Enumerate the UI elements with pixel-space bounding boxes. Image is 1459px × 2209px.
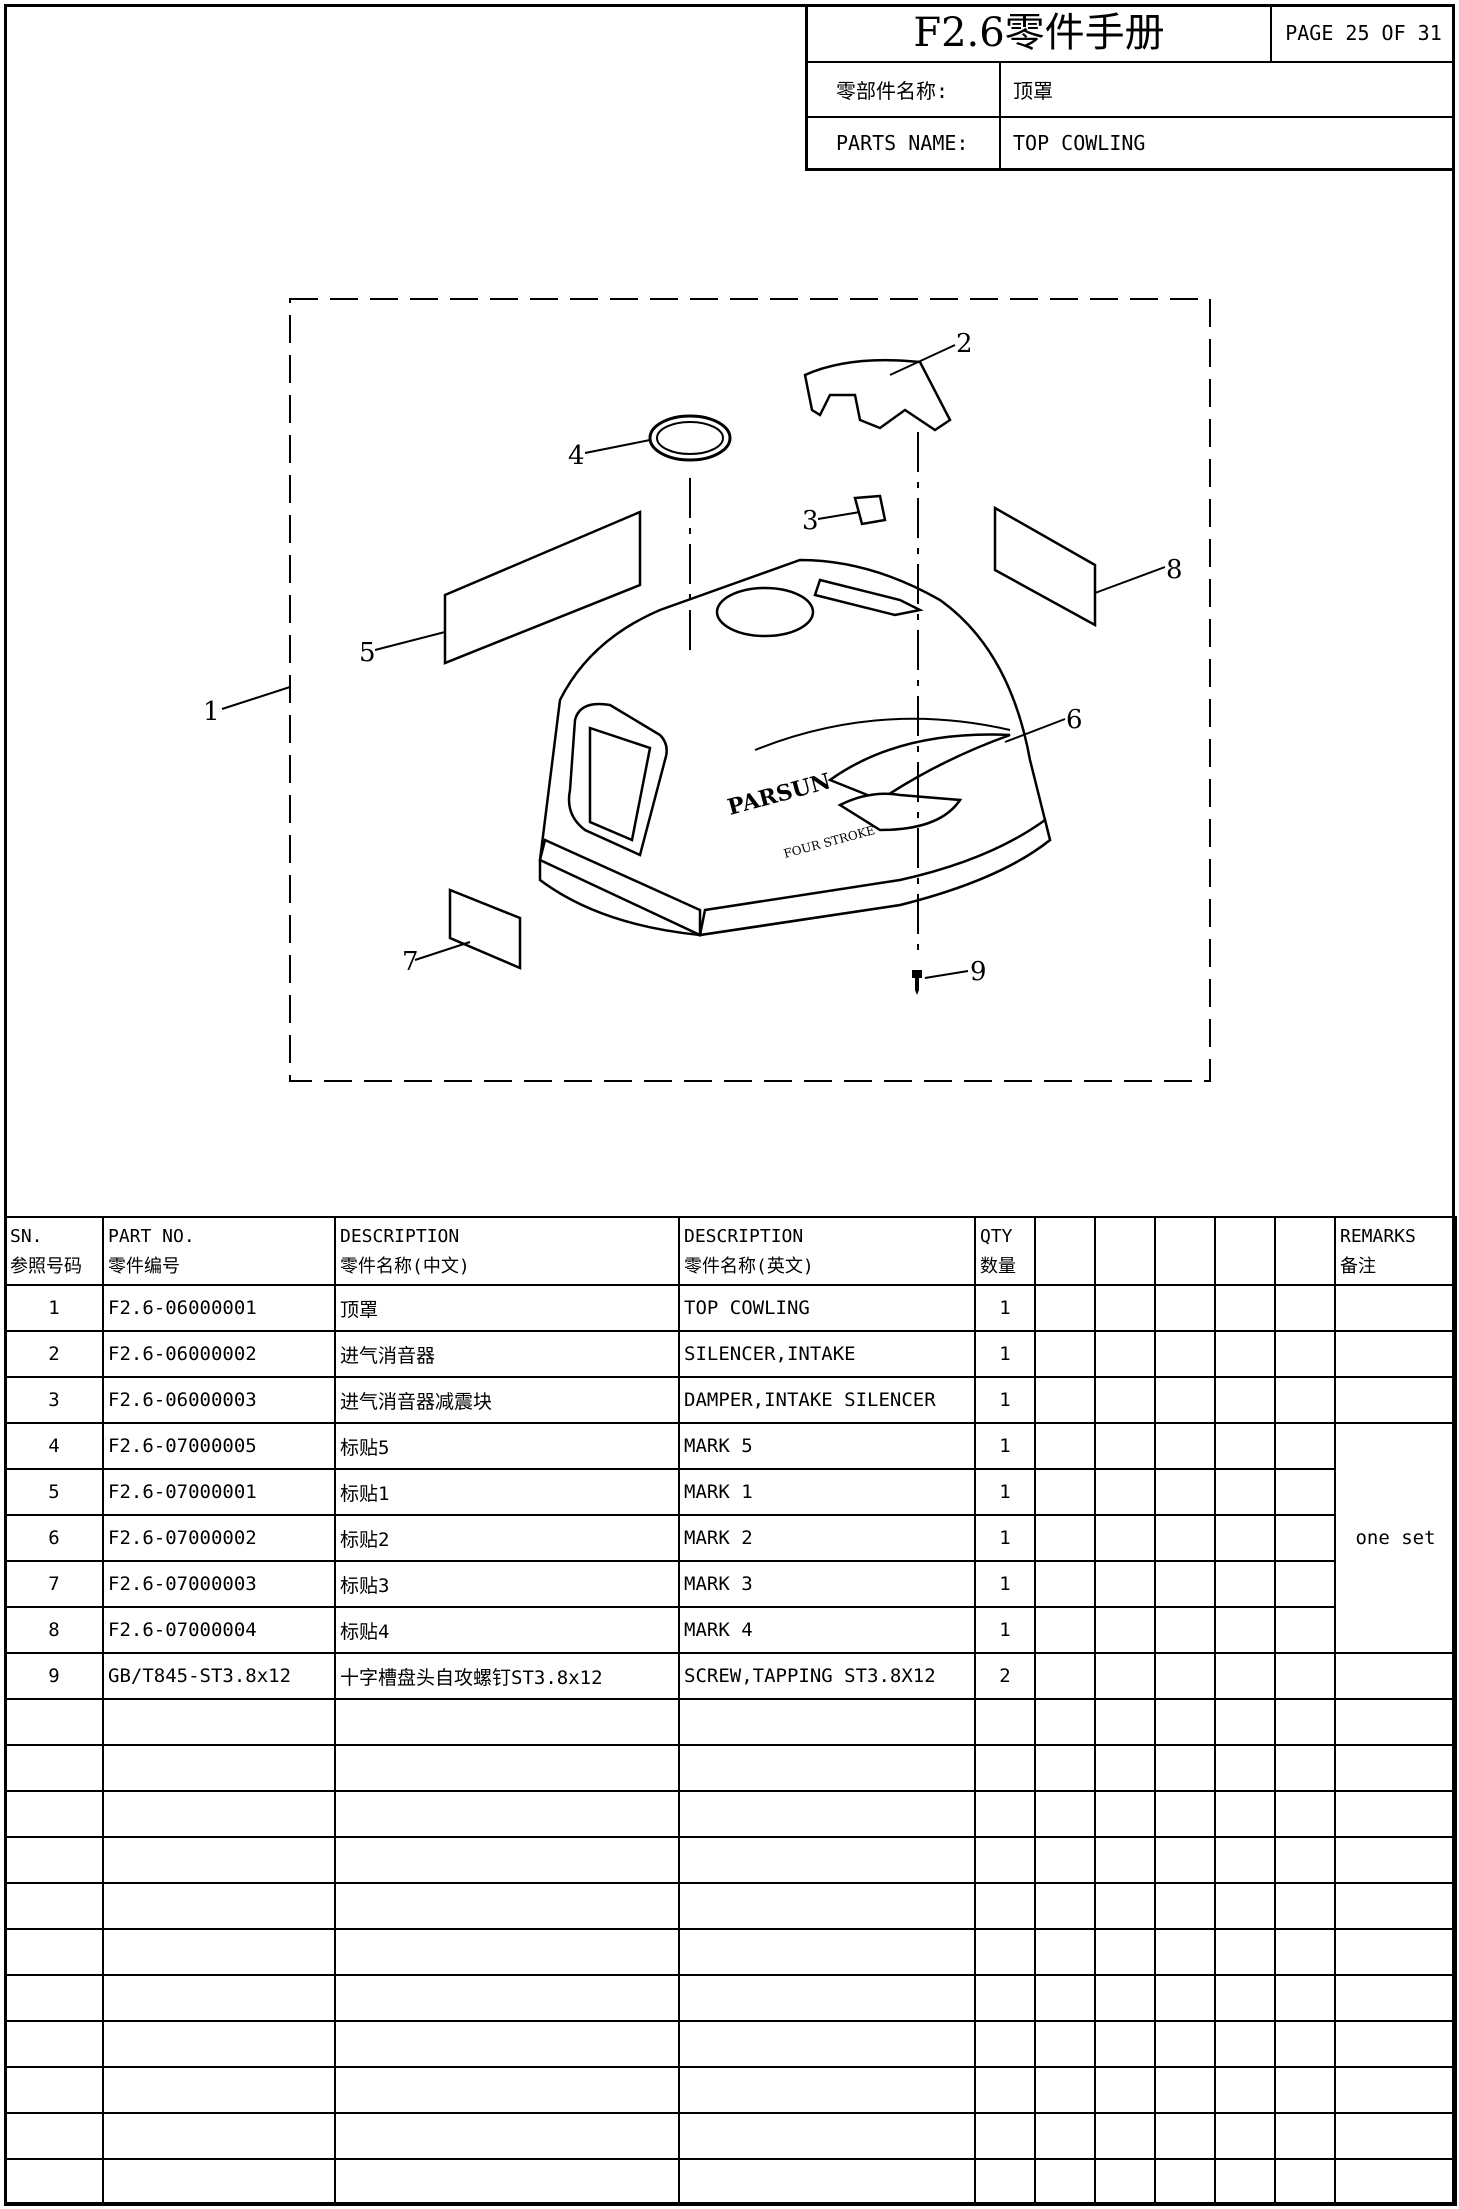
header-blank [1214,1216,1276,1286]
table-row-empty [4,1928,1457,1976]
callout-2: 2 [956,329,973,359]
table-row-empty [4,1698,1457,1746]
table-row-empty [4,2112,1457,2160]
part-name-en-value: TOP COWLING [1013,131,1146,155]
table-row-empty [4,2066,1457,2114]
mark4-label-shape [993,505,1097,628]
header-blank [1034,1216,1096,1286]
exploded-view-drawing: PARSUN FOUR STROKE 1 2 3 4 5 6 7 8 9 [203,298,1211,1082]
part-name-cn-label: 零部件名称: [808,63,1001,116]
header-part-no: PART NO.零件编号 [102,1216,336,1286]
callout-1: 1 [203,697,220,727]
table-row-empty [4,1882,1457,1930]
title-block: F2.6零件手册 PAGE 25 OF 31 零部件名称: 顶罩 PARTS N… [805,6,1455,171]
callout-5: 5 [359,638,376,668]
callout-9: 9 [970,957,987,987]
callout-4: 4 [568,441,585,471]
table-row-empty [4,1744,1457,1792]
silencer-intake-shape [803,358,952,432]
screw-shape [912,970,922,995]
header-blank [1274,1216,1336,1286]
table-row-empty [4,2158,1457,2206]
part-name-cn-value: 顶罩 [1013,79,1053,103]
document-title: F2.6零件手册 [808,6,1272,61]
damper-shape [853,494,887,526]
table-row-empty [4,1836,1457,1884]
mark5-ring-shape [648,414,732,462]
page-indicator: PAGE 25 OF 31 [1285,21,1442,45]
callout-6: 6 [1066,705,1083,735]
table-row-empty [4,1974,1457,2022]
top-cowling-shape [538,558,1052,937]
remarks-one-set: one set [1334,1422,1457,1654]
mark1-label-shape [443,510,642,665]
part-name-en-label: PARTS NAME: [808,118,1001,168]
callout-7: 7 [402,947,419,977]
assembly-boundary [289,298,1211,1082]
header-blank [1154,1216,1216,1286]
header-blank [1094,1216,1156,1286]
table-row-empty [4,1790,1457,1838]
header-sn: SN.参照号码 [4,1216,104,1286]
callout-8: 8 [1166,555,1183,585]
table-row-empty [4,2020,1457,2068]
callout-3: 3 [802,506,819,536]
mark3-label-shape [448,888,522,970]
